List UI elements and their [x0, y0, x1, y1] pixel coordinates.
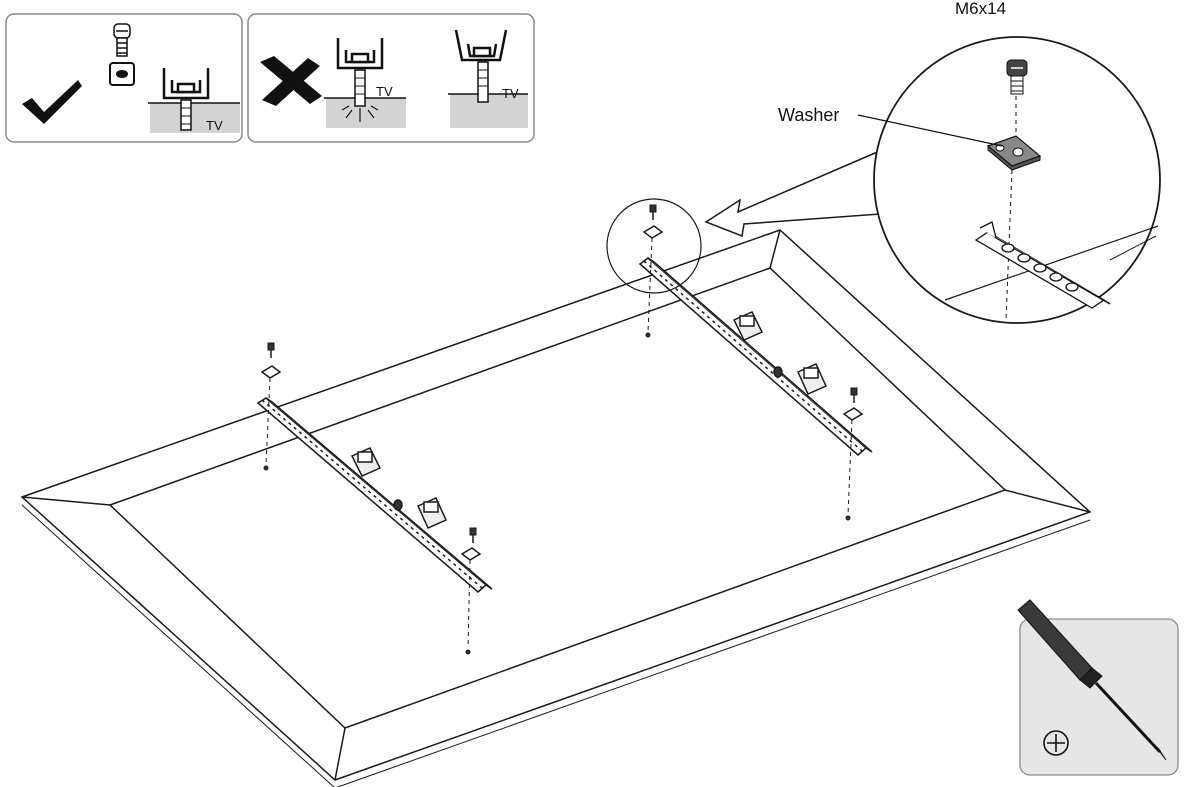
phillips-symbol-icon — [1043, 730, 1069, 756]
washer-leader-line — [857, 114, 1003, 147]
right-upper-screw-set — [642, 204, 664, 338]
cross-mark-icon — [260, 56, 322, 106]
tool-panel — [1017, 599, 1179, 776]
detail-highlight-circle — [606, 198, 702, 294]
left-bracket-rail — [256, 397, 493, 593]
rail-clamp — [350, 447, 447, 529]
right-lower-screw-set — [842, 387, 864, 521]
left-lower-screw-set — [460, 527, 482, 655]
bracket-icon — [336, 38, 384, 70]
left-upper-screw-set — [260, 342, 282, 471]
tv-outer-frame — [20, 229, 1092, 781]
wrong-usage-panel: TV TV — [247, 13, 535, 143]
magnified-detail — [857, 36, 1161, 324]
impact-burst — [341, 105, 379, 122]
correct-usage-panel: TV — [5, 13, 243, 143]
bracket-icon — [162, 68, 210, 100]
tv-back-panel — [20, 229, 1092, 787]
bracket-icon — [454, 29, 508, 62]
right-bracket-rail — [638, 257, 873, 456]
phillips-screwdriver-icon — [1017, 599, 1167, 761]
screw-size-label: M6x14 — [955, 0, 1006, 18]
m6x14-screw-icon — [1006, 59, 1028, 95]
screw-icon — [113, 23, 131, 57]
washer-icon — [109, 62, 135, 86]
tv-label: TV — [502, 86, 519, 101]
rail-clamp — [732, 311, 827, 395]
callout-arrow — [704, 149, 883, 238]
tv-label: TV — [206, 118, 223, 133]
washer-detail-icon — [986, 135, 1042, 171]
tv-label: TV — [376, 84, 393, 99]
washer-label: Washer — [778, 105, 839, 125]
rail-detail — [974, 221, 1111, 309]
tv-surface — [150, 103, 240, 133]
check-mark-icon — [22, 80, 82, 124]
